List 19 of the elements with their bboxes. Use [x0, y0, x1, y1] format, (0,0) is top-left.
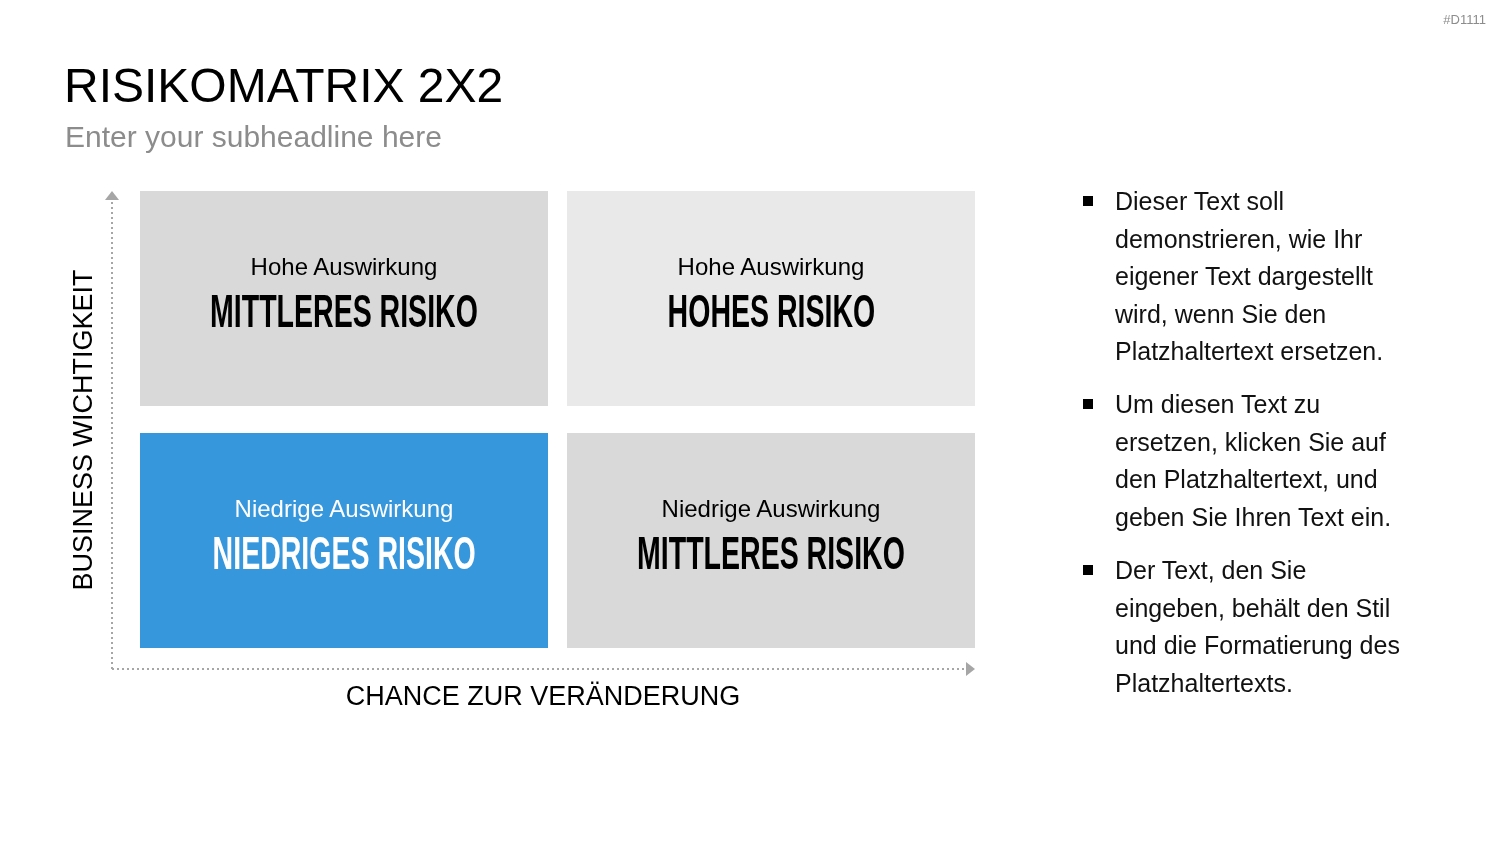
quadrant-box [567, 433, 975, 648]
quadrant-box [140, 433, 548, 648]
axis-label: CHANCE ZUR VERÄNDERUNG [345, 680, 741, 712]
risk-label: MITTLERES RISIKO [637, 527, 905, 578]
impact-label: Niedrige Auswirkung [234, 493, 454, 524]
risk-label: HOHES RISIKO [667, 285, 875, 336]
bullet-text: Um diesen Text zu ersetzen, klicken Sie auf den Platzhaltertext, und geben Sie Ihren Text ein. [1115, 389, 1393, 533]
quadrant-box [140, 191, 548, 406]
impact-label: Hohe Auswirkung [250, 251, 438, 282]
impact-label: Niedrige Auswirkung [661, 493, 881, 524]
risk-label: MITTLERES RISIKO [210, 285, 478, 336]
bullet-text: Der Text, den Sie eingeben, behält den Stil und die Formatierung des Platzhaltertexts. [1115, 555, 1401, 699]
bullet-text: Dieser Text soll demonstrieren, wie Ihr eigener Text dargestellt wird, wenn Sie den Platzhaltertext ersetzen. [1115, 186, 1385, 367]
subtitle: Enter your subheadline here [65, 119, 442, 155]
impact-label: Hohe Auswirkung [677, 251, 865, 282]
slide-title: RISIKOMATRIX 2X2 [64, 58, 504, 114]
risk-label: NIEDRIGES RISIKO [212, 527, 476, 578]
axis-label: BUSINESS WICHTIGKEIT [67, 269, 99, 591]
slide-id: #D1111 [1443, 12, 1486, 27]
